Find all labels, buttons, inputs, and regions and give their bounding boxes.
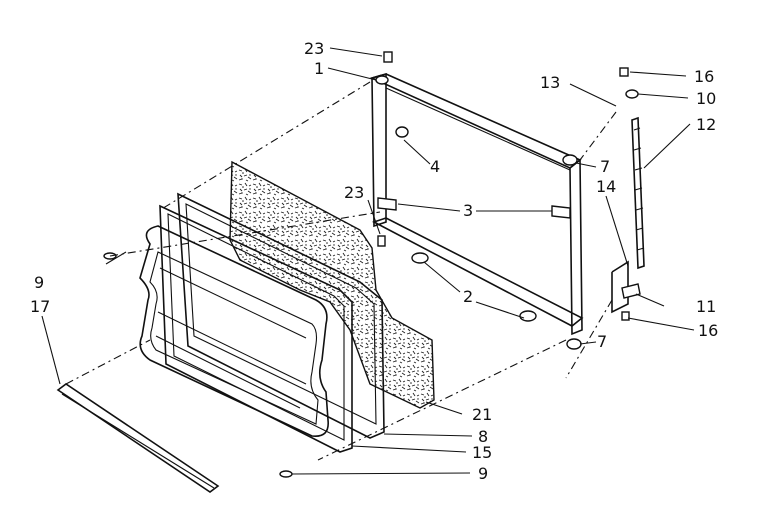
leader-lines (41, 47, 695, 475)
label-13: 13 (540, 73, 560, 92)
label-9-left: 9 (34, 273, 44, 292)
door-frame-part (369, 72, 584, 336)
door-liner-insulation-part (229, 160, 435, 409)
label-23-top: 23 (304, 39, 324, 58)
hinge-assembly-part (611, 116, 645, 314)
label-16-bottom: 16 (698, 321, 718, 340)
part-labels: 23 1 4 3 23 2 7 7 13 16 10 12 14 11 16 2… (30, 39, 718, 483)
label-21: 21 (472, 405, 492, 424)
label-15: 15 (472, 443, 492, 462)
label-7-top: 7 (600, 157, 610, 176)
label-10: 10 (696, 89, 716, 108)
door-panel-part (159, 204, 353, 453)
door-shelf-strip-part (56, 383, 220, 493)
label-16-top: 16 (694, 67, 714, 86)
door-shell-part (139, 225, 329, 437)
label-1: 1 (314, 59, 324, 78)
assembly-centerlines (65, 81, 617, 461)
label-17: 17 (30, 297, 50, 316)
label-4: 4 (430, 157, 440, 176)
door-gasket-part (177, 192, 385, 439)
label-11: 11 (696, 297, 716, 316)
label-8: 8 (478, 427, 488, 446)
label-14: 14 (596, 177, 616, 196)
label-2: 2 (463, 287, 473, 306)
label-12: 12 (696, 115, 716, 134)
label-7-bottom: 7 (597, 332, 607, 351)
label-23-left: 23 (344, 183, 364, 202)
label-3: 3 (463, 201, 473, 220)
label-9-bottom: 9 (478, 464, 488, 483)
